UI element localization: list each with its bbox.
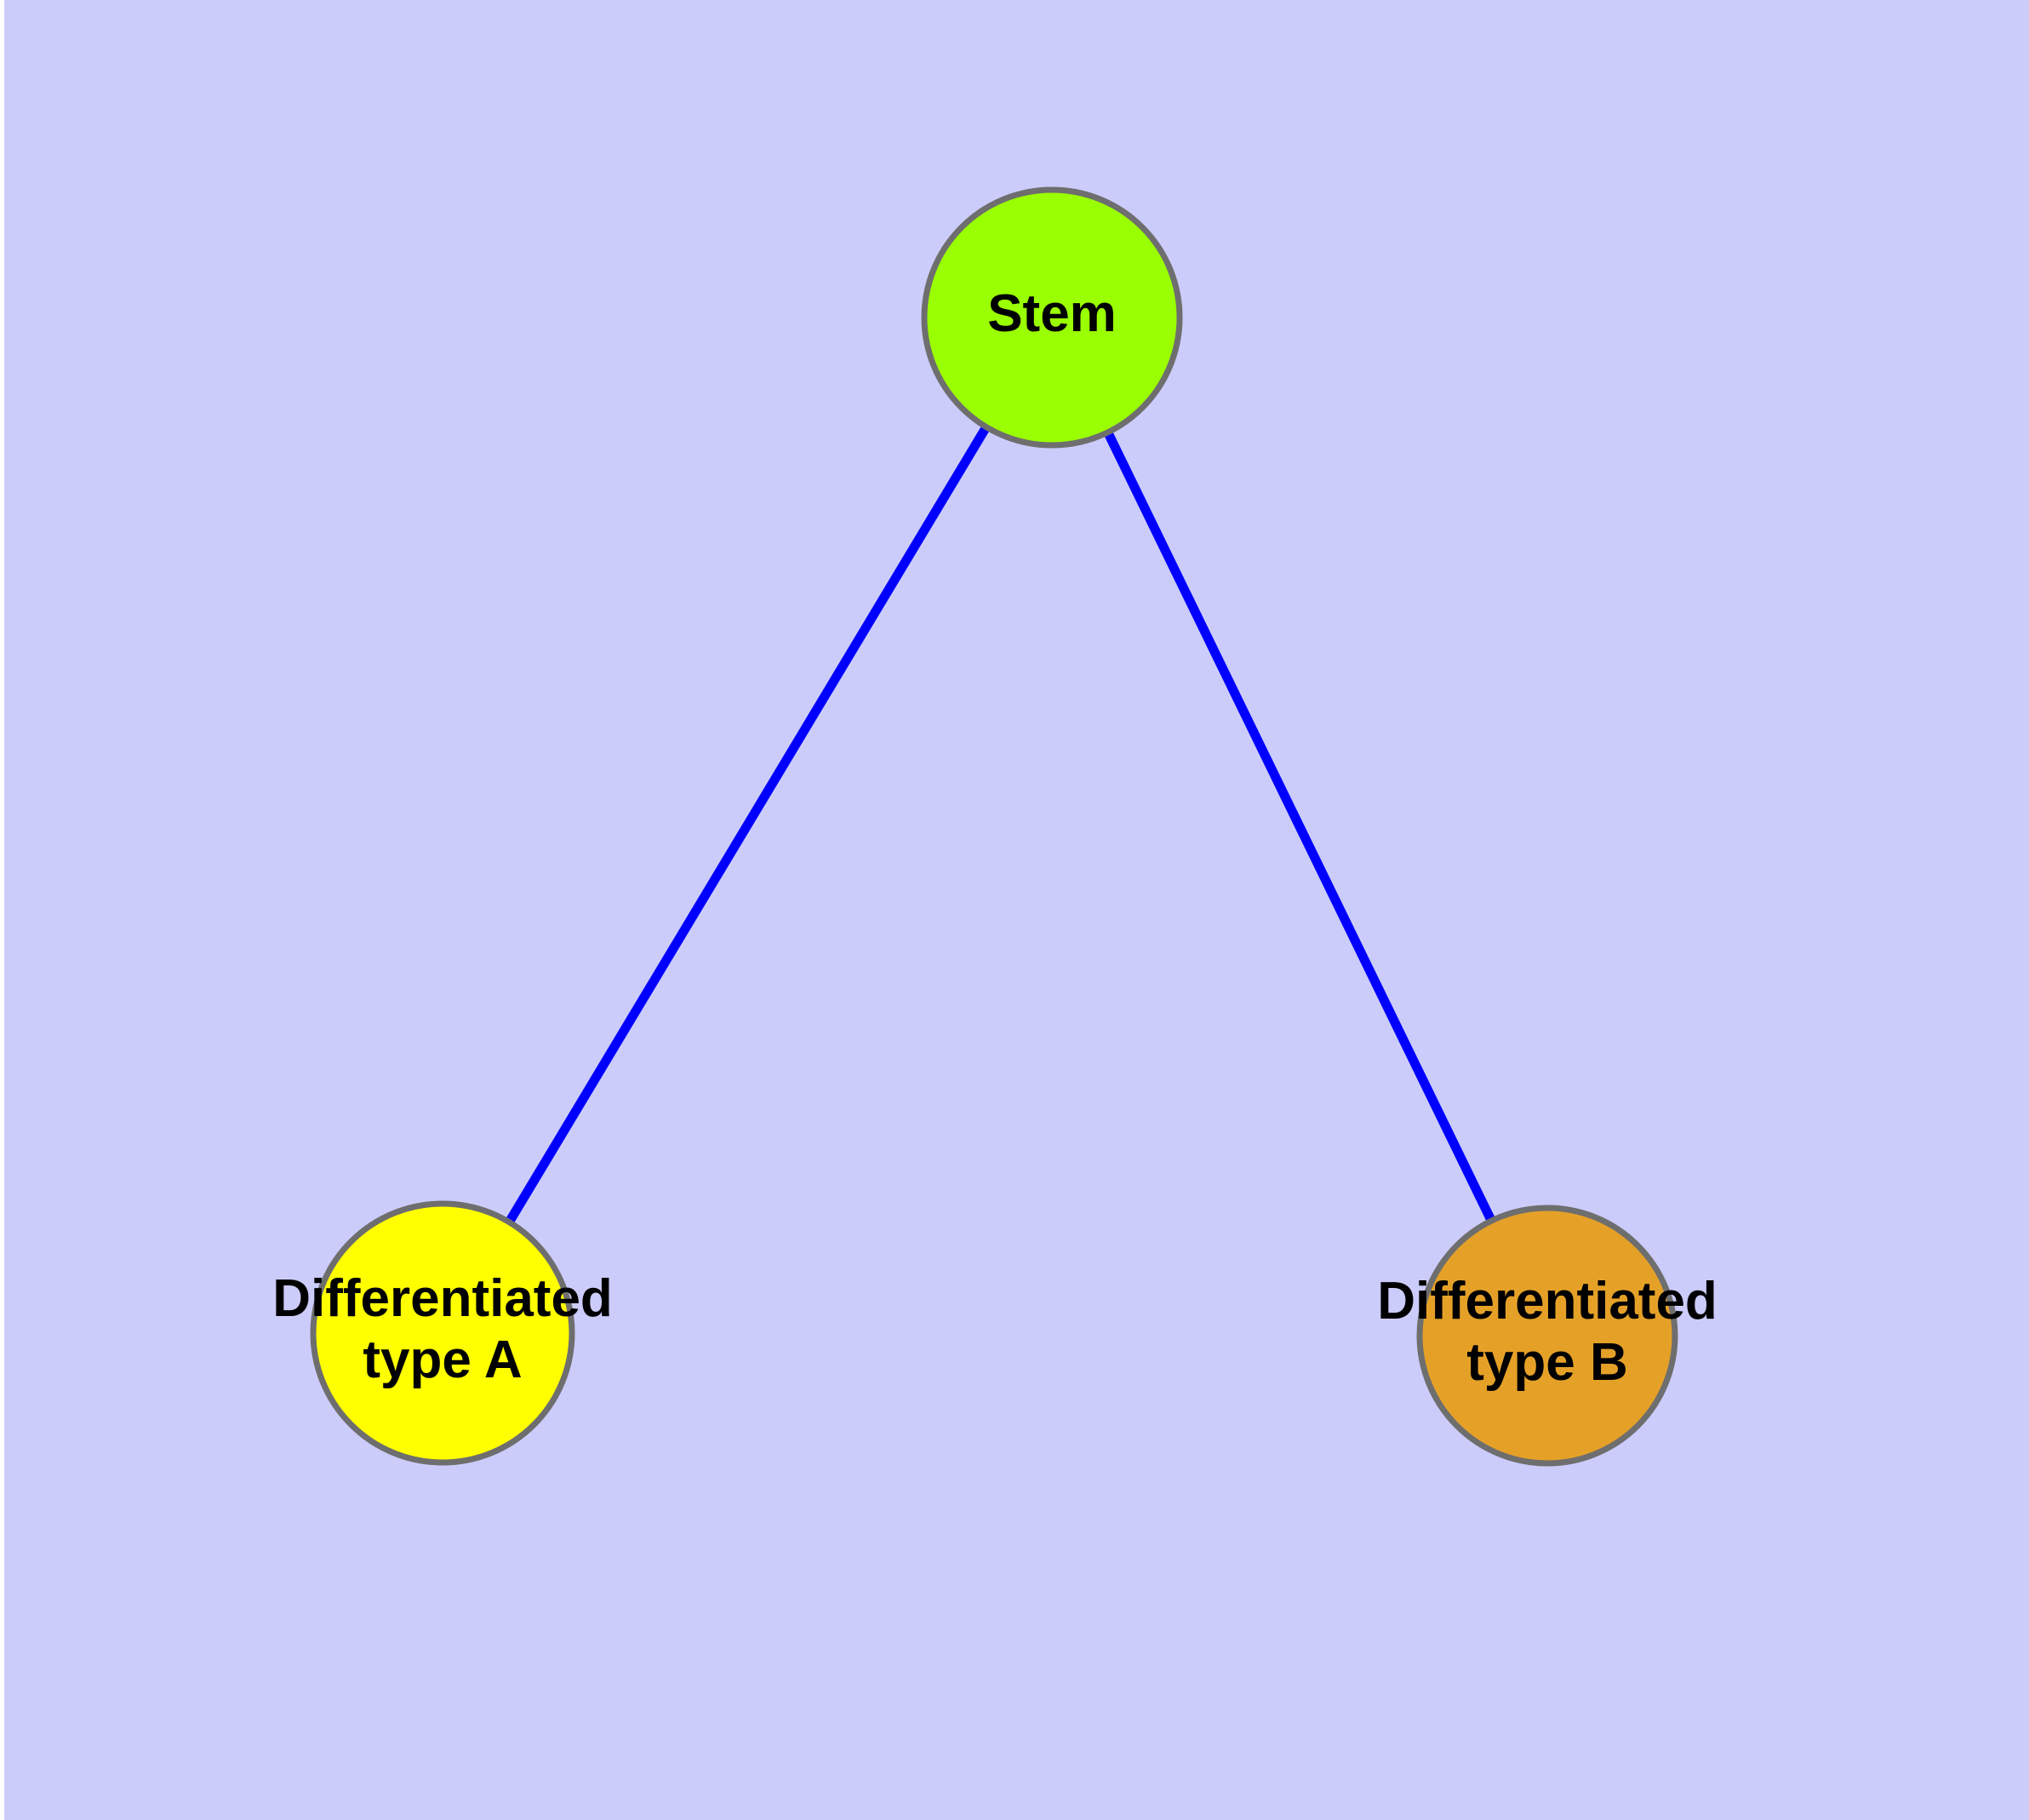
node-label-line: type B bbox=[1466, 1333, 1627, 1392]
edge-stem-diff_b[interactable] bbox=[1102, 428, 1497, 1225]
node-label-line: type A bbox=[363, 1331, 522, 1389]
node-stem[interactable] bbox=[921, 186, 1183, 449]
edge-stem-diff_a[interactable] bbox=[504, 423, 992, 1227]
node-label-line: Stem bbox=[987, 284, 1117, 343]
node-diff_a[interactable] bbox=[310, 1200, 575, 1466]
node-label-line: Differentiated bbox=[1377, 1272, 1718, 1331]
node-diff_b[interactable] bbox=[1416, 1205, 1678, 1467]
nodes-group bbox=[310, 186, 1678, 1467]
node-label-stem: Stem bbox=[987, 284, 1117, 343]
edges-group bbox=[504, 423, 1497, 1227]
node-label-line: Differentiated bbox=[272, 1269, 613, 1328]
